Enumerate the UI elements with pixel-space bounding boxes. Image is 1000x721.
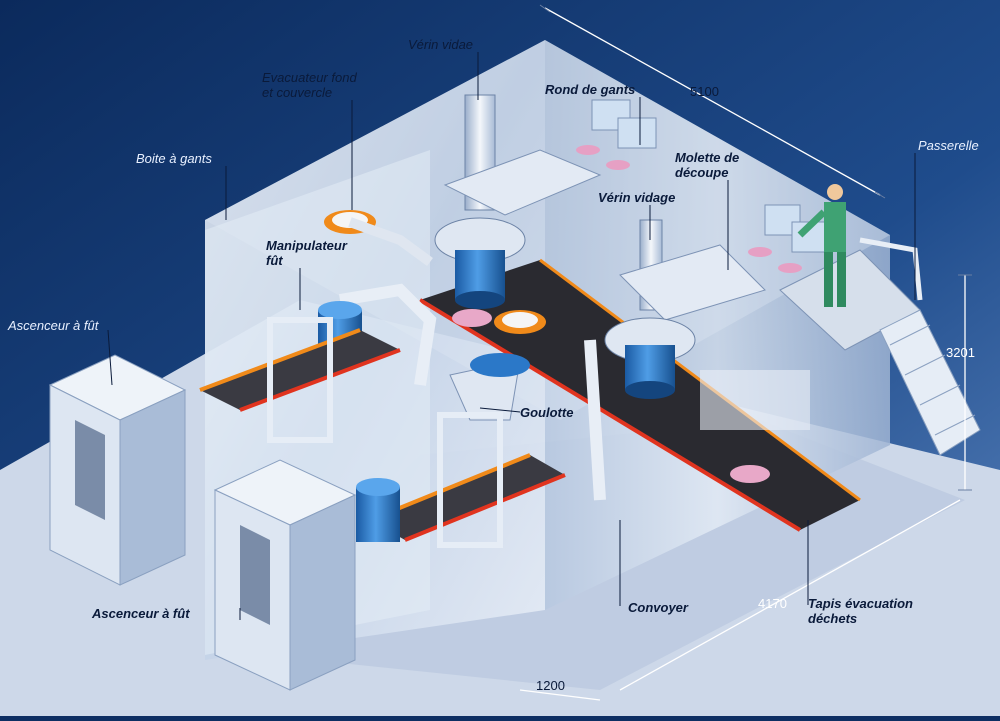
upper-drum-bottom [455, 291, 505, 309]
label-molette-2: découpe [675, 165, 729, 180]
back-conveyor-edge [199, 328, 361, 392]
back-conveyor-frame [267, 317, 333, 443]
walkway-stairs [879, 309, 981, 456]
evacuator-disk-2-center [502, 312, 538, 328]
dimension-lines [519, 7, 966, 701]
enclosure-top [205, 40, 890, 420]
label-evacuateur-1: Evacuateur fond [262, 70, 357, 85]
dimension-width-front: 1200 [536, 678, 565, 693]
waste-piece [730, 465, 770, 483]
label-evacuateur-2: et couvercle [262, 85, 333, 100]
upper-station-frame [443, 149, 602, 216]
label-molette-1: Molette de [675, 150, 740, 165]
label-manipulateur-2: fût [266, 253, 283, 268]
front-conveyor-belt [370, 455, 565, 540]
elevator-1-side [119, 389, 186, 586]
elevator-1-opening [75, 420, 105, 520]
label-convoyer: Convoyer [628, 600, 688, 615]
dimension-ticks [539, 4, 972, 491]
label-verin-vidage: Vérin vidage [598, 190, 676, 205]
dimension-length-bottom: 4170 [758, 596, 787, 611]
manipulator-arm-upper [339, 283, 437, 386]
label-passerelle: Passerelle [918, 138, 979, 153]
evacuator-arm [348, 217, 433, 267]
waste-piece-2 [452, 309, 492, 327]
lower-station-frame [619, 244, 766, 321]
glove-ports-top [576, 99, 657, 170]
label-goulotte: Goulotte [520, 405, 574, 420]
front-conveyor-frame [437, 412, 503, 548]
label-verin-vidae: Vérin vidae [408, 37, 474, 52]
dimension-height-right: 3201 [946, 345, 975, 360]
manipulator-arm-lower [584, 339, 606, 501]
back-conveyor-edge-2 [239, 348, 401, 412]
label-tapis-1: Tapis évacuation [808, 596, 913, 611]
dimension-length-top: 5100 [690, 84, 719, 99]
elevator-2-opening [240, 525, 270, 625]
front-drum-top [356, 478, 400, 496]
label-tapis-2: déchets [808, 611, 858, 626]
goulotte-lid [470, 353, 530, 377]
operator-figure [797, 184, 846, 307]
label-rond-de-gants: Rond de gants [545, 82, 636, 97]
label-boite-a-gants: Boite à gants [136, 151, 212, 166]
front-drum [356, 487, 400, 542]
leader-lines [107, 52, 916, 620]
label-ascenceur-1: Ascenceur à fût [8, 318, 99, 333]
glove-ports-right [748, 204, 828, 273]
label-manipulateur-1: Manipulateur [266, 238, 347, 253]
back-conveyor-belt [200, 330, 400, 410]
front-conveyor-edge-2 [404, 473, 566, 542]
lower-drum-bottom [625, 381, 675, 399]
manipulator-drum-top [318, 301, 362, 319]
label-ascenceur-2: Ascenceur à fût [92, 606, 190, 621]
grid-panel [700, 370, 810, 430]
waste-belt-edge [418, 298, 802, 532]
elevator-2-side [289, 494, 356, 691]
